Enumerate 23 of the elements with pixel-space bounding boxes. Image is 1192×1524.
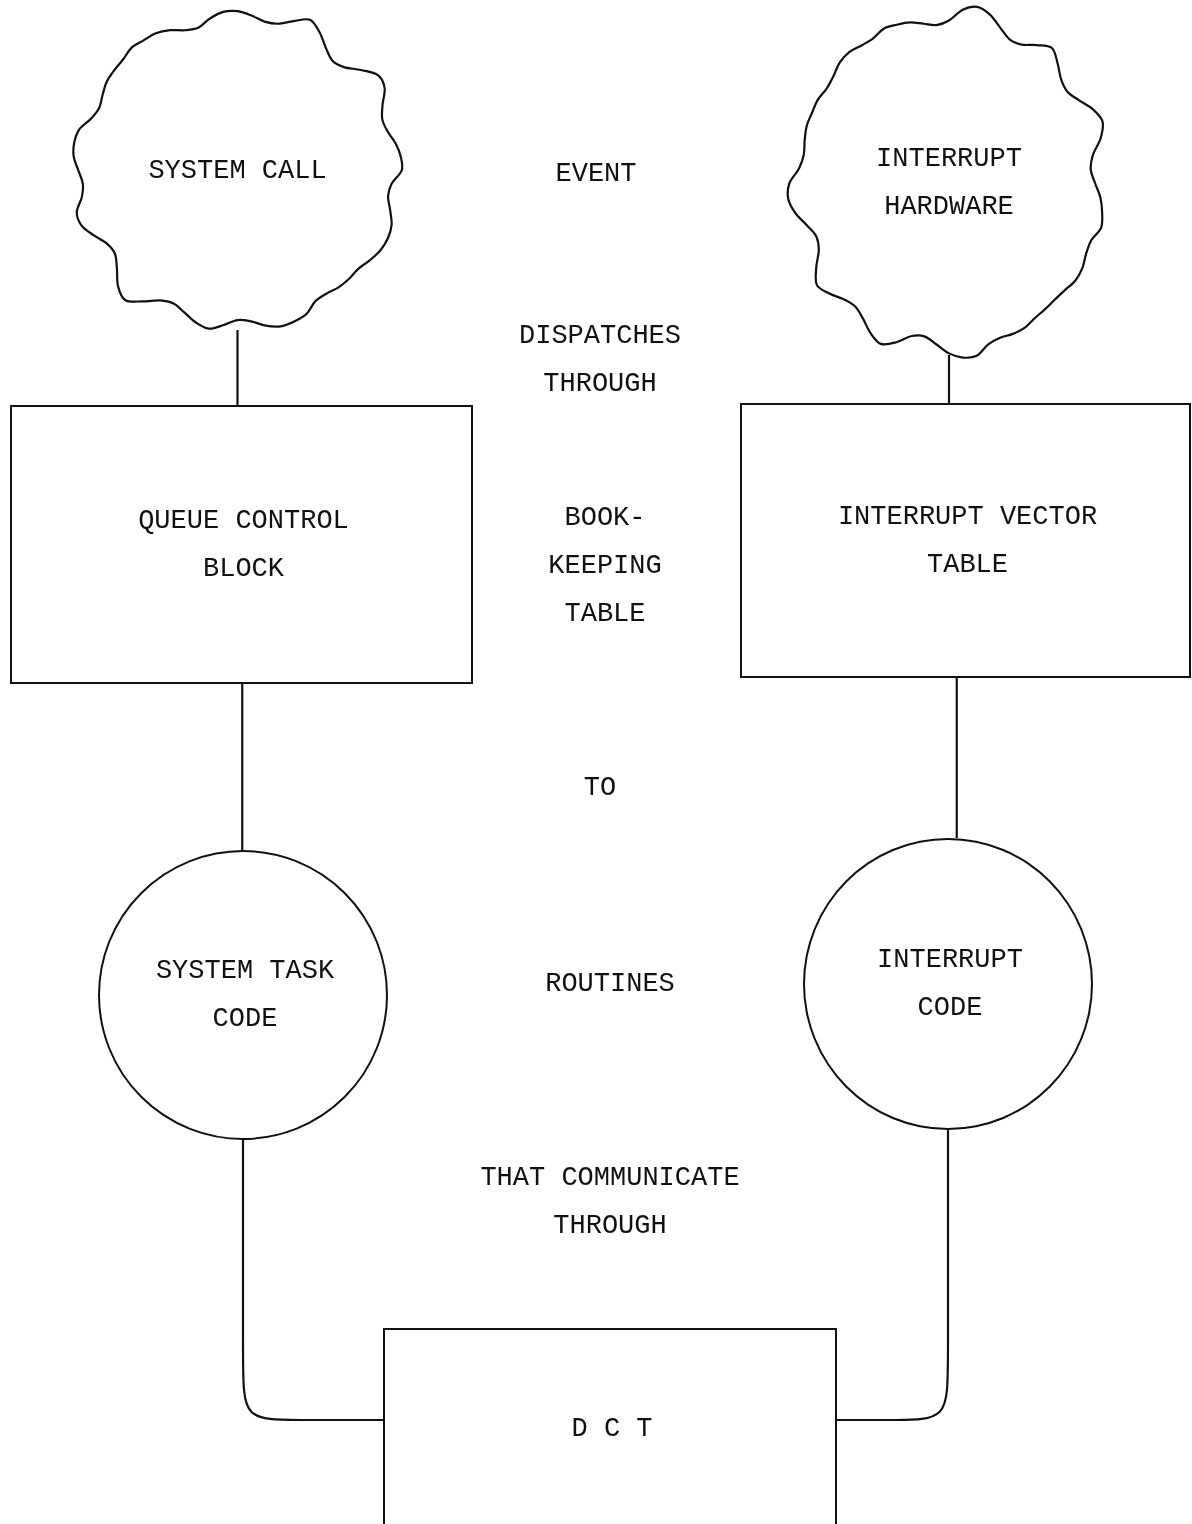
- process-box: [10, 405, 473, 684]
- cloud-shape: [70, 8, 405, 333]
- flow-text: DISPATCHES THROUGH: [518, 320, 682, 401]
- connector-line: [947, 355, 951, 403]
- node-label: INTERRUPT HARDWARE: [875, 143, 1023, 224]
- process-box: [740, 403, 1191, 678]
- node-label: INTERRUPT CODE: [876, 944, 1024, 1025]
- connector-line: [837, 1130, 950, 1422]
- connector-line: [241, 1140, 383, 1422]
- node-label: QUEUE CONTROL BLOCK: [137, 504, 350, 586]
- flow-text: ROUTINES: [544, 968, 676, 1001]
- node-label: SYSTEM TASK CODE: [155, 955, 335, 1036]
- node-label: SYSTEM CALL: [148, 154, 327, 188]
- flow-text: THAT COMMUNICATE THROUGH: [479, 1162, 741, 1243]
- flow-text: EVENT: [554, 158, 638, 191]
- flow-text: BOOK- KEEPING TABLE: [547, 502, 663, 631]
- flow-text: TO: [582, 772, 618, 805]
- process-box: [383, 1328, 837, 1524]
- node-label: D C T: [571, 1413, 653, 1446]
- connector-line: [241, 684, 244, 850]
- node-label: INTERRUPT VECTOR TABLE: [837, 500, 1098, 582]
- connector-line: [955, 678, 958, 838]
- connector-line: [236, 330, 239, 405]
